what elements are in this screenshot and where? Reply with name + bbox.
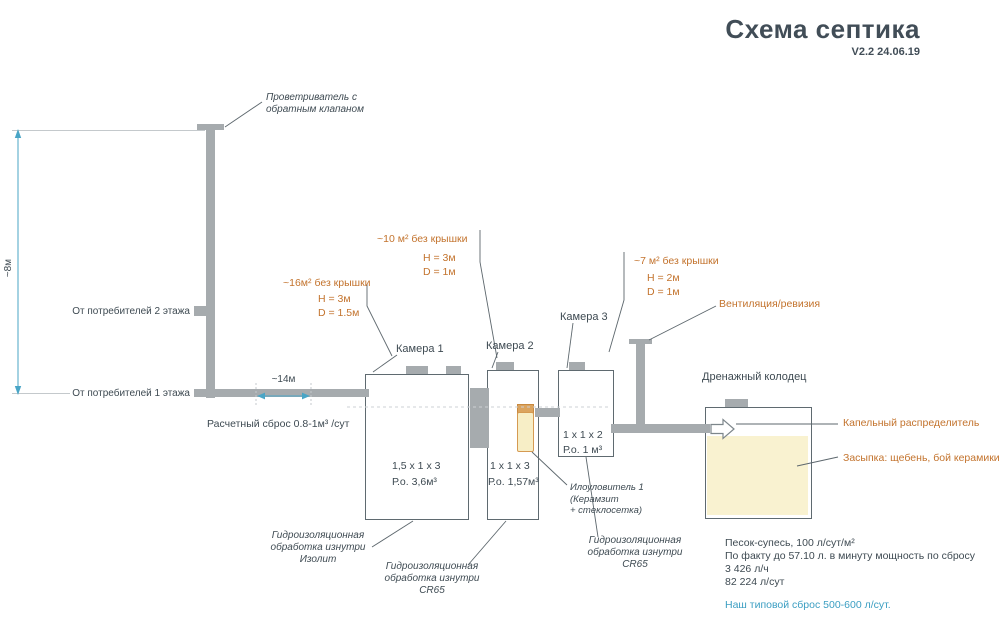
chamber-3-area-spec: ~7 м² без крышки bbox=[634, 255, 719, 267]
note-typical-discharge: Наш типовой сброс 500-600 л/сут. bbox=[725, 599, 891, 611]
leader-vent-label bbox=[648, 305, 717, 341]
note-soil-absorption: Песок-супесь, 100 л/сут/м² bbox=[725, 537, 855, 549]
chamber-3-coating-label: Гидроизоляционная обработка изнутри CR65 bbox=[587, 535, 683, 571]
chamber2-chamber3-pipe bbox=[535, 408, 560, 417]
note-liters-per-hour: 3 426 л/ч bbox=[725, 563, 769, 575]
drainage-well-label: Дренажный колодец bbox=[702, 371, 807, 383]
chamber-1-lid-a bbox=[406, 366, 428, 374]
breather-label: Проветриватель с обратным клапаном bbox=[266, 92, 364, 116]
chamber3-well-pipe bbox=[611, 424, 710, 433]
chamber-1-height-spec: Н = 3м bbox=[318, 293, 351, 305]
note-liters-per-day: 82 224 л/сут bbox=[725, 576, 785, 588]
chamber-2-diameter-spec: D = 1м bbox=[423, 266, 456, 278]
version-label: V2.2 24.06.19 bbox=[851, 46, 920, 58]
drip-distributor-label: Капельный распределитель bbox=[843, 417, 980, 429]
main-sewer-pipe bbox=[212, 389, 369, 397]
dimension-8m-arrow-down bbox=[14, 386, 22, 395]
leader-spec-chamber3 bbox=[608, 252, 625, 353]
floor2-consumers-label: От потребителей 2 этажа bbox=[72, 306, 190, 317]
dimension-14m-label: ~14м bbox=[271, 374, 296, 385]
leader-coating-chamber2 bbox=[467, 520, 507, 566]
chamber-2-label: Камера 2 bbox=[486, 340, 534, 352]
vent-revision-label: Вентиляция/ревизия bbox=[719, 298, 821, 310]
chamber-1-area-spec: ~16м² без крышки bbox=[283, 277, 371, 289]
vent-pipe-cap bbox=[629, 339, 652, 344]
design-discharge-label: Расчетный сброс 0.8-1м³ /сут bbox=[207, 418, 350, 430]
chamber-3-lid bbox=[569, 362, 585, 370]
chamber1-chamber2-connector bbox=[470, 388, 489, 448]
silt-trap-label: Илоуловитель 1 (Керамзит + стеклосетка) bbox=[570, 482, 644, 517]
chamber-1-volume: Р.о. 3,6м³ bbox=[392, 476, 437, 488]
title-block: Схема септика V2.2 24.06.19 bbox=[725, 14, 920, 58]
riser-pipe bbox=[206, 127, 215, 398]
leader-spec-chamber2 bbox=[479, 230, 498, 359]
dimension-8m-label: ~8м bbox=[2, 258, 14, 278]
chamber-1-label: Камера 1 bbox=[396, 343, 444, 355]
chamber-1-diameter-spec: D = 1.5м bbox=[318, 307, 360, 319]
leader-breather bbox=[224, 101, 263, 128]
leader-spec-chamber1 bbox=[366, 284, 393, 357]
backfill-label: Засыпка: щебень, бой керамики bbox=[843, 452, 1000, 464]
chamber-1-tank bbox=[365, 374, 469, 520]
chamber-3-volume: Р.о. 1 м³ bbox=[563, 444, 603, 456]
chamber-2-volume: Р.о. 1,57м³ bbox=[488, 476, 539, 488]
chamber-1-coating-label: Гидроизоляционная обработка изнутри Изол… bbox=[270, 530, 366, 566]
leader-chamber1-label bbox=[372, 354, 398, 373]
well-sand-fill bbox=[707, 436, 808, 515]
floor1-inlet-stub bbox=[194, 389, 207, 397]
leader-coating-chamber1 bbox=[371, 520, 414, 548]
chamber-3-dimensions: 1 х 1 х 2 bbox=[563, 429, 603, 441]
chamber-2-dimensions: 1 х 1 х 3 bbox=[490, 460, 530, 472]
silt-trap-body bbox=[517, 412, 534, 452]
chamber-2-lid bbox=[496, 362, 514, 370]
chamber-3-label: Камера 3 bbox=[560, 311, 608, 323]
floor2-inlet-stub bbox=[194, 306, 207, 316]
vent-pipe bbox=[636, 343, 645, 428]
chamber-3-diameter-spec: D = 1м bbox=[647, 286, 680, 298]
dimension-8m-arrow-up bbox=[14, 129, 22, 138]
page-title: Схема септика bbox=[725, 14, 920, 44]
chamber-2-coating-label: Гидроизоляционная обработка изнутри CR65 bbox=[384, 561, 480, 597]
chamber-1-dimensions: 1,5 х 1 х 3 bbox=[392, 460, 441, 472]
chamber-2-area-spec: ~10 м² без крышки bbox=[377, 233, 468, 245]
well-lid bbox=[725, 399, 748, 407]
chamber-1-lid-b bbox=[446, 366, 461, 374]
chamber-2-height-spec: Н = 3м bbox=[423, 252, 456, 264]
chamber-3-height-spec: Н = 2м bbox=[647, 272, 680, 284]
note-actual-capacity: По факту до 57.10 л. в минуту мощность п… bbox=[725, 550, 976, 562]
floor1-consumers-label: От потребителей 1 этажа bbox=[72, 388, 190, 399]
riser-pipe-cap bbox=[197, 124, 224, 130]
